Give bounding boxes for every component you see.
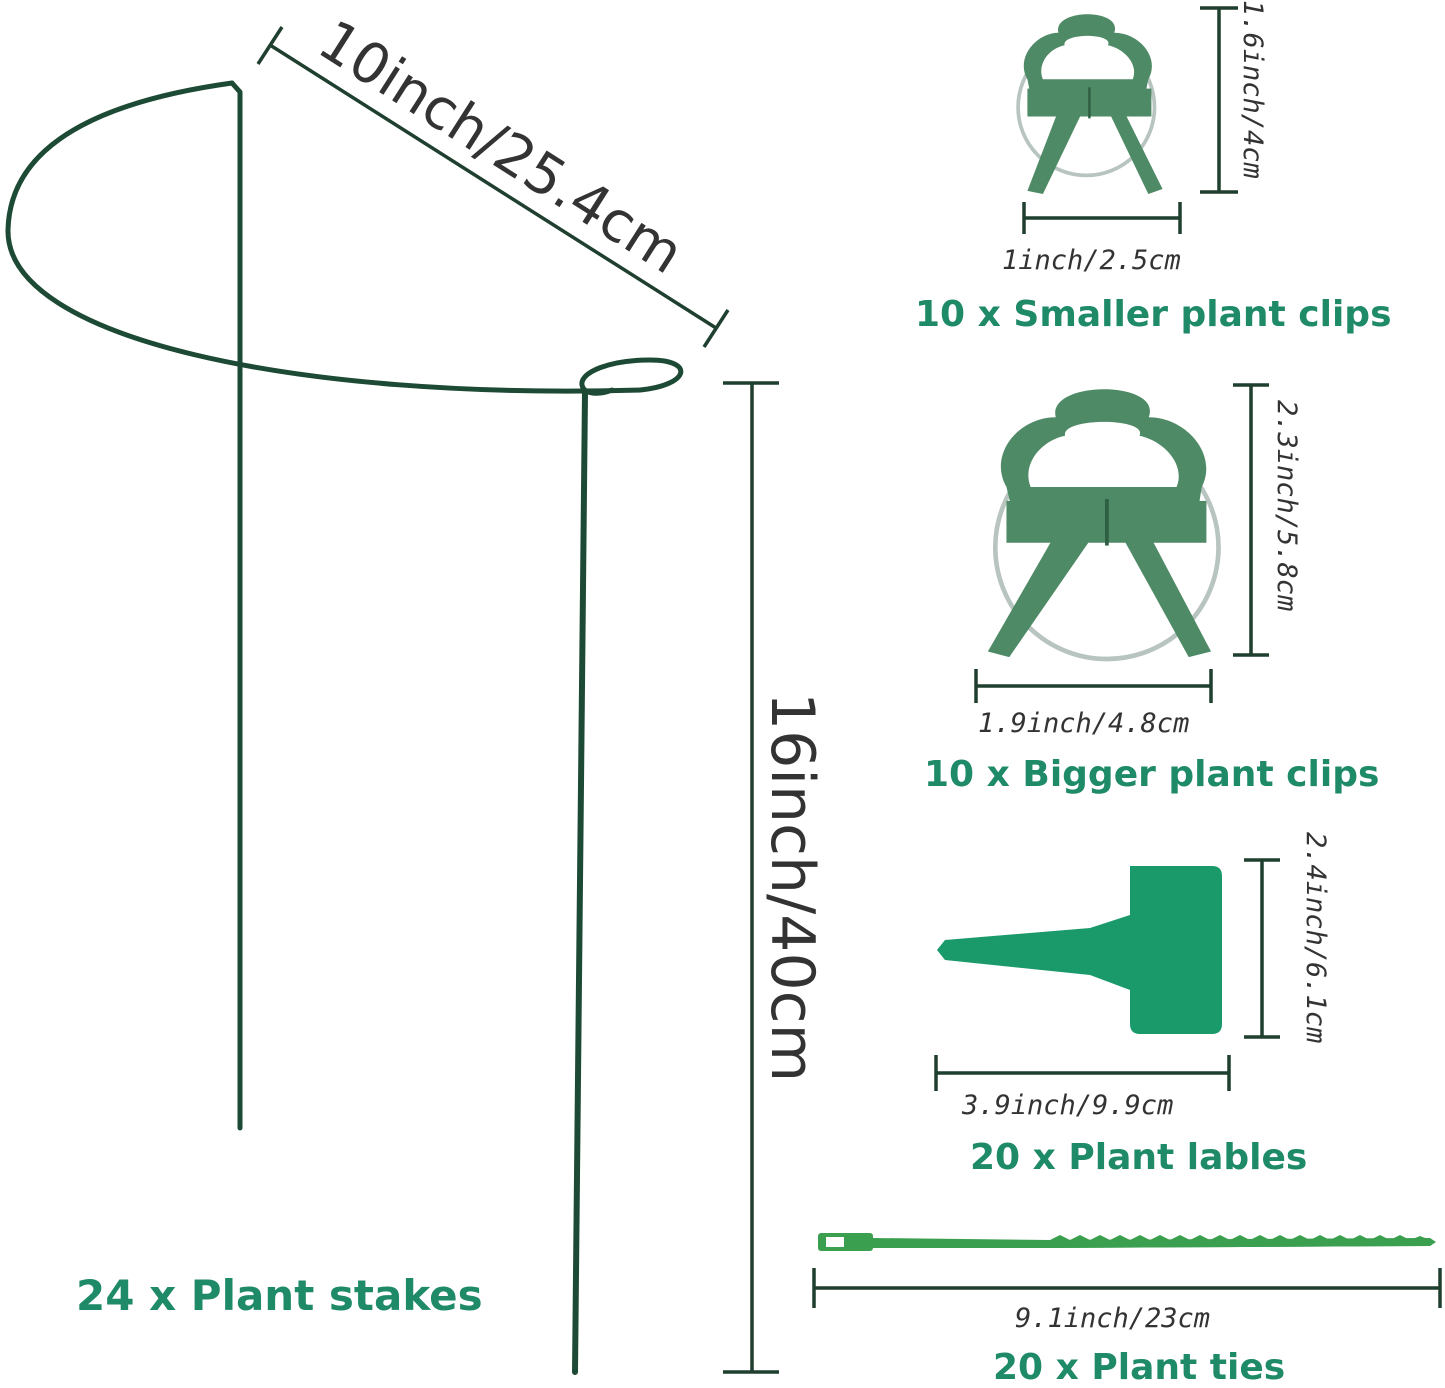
plant-label-dimensions bbox=[934, 858, 1280, 1091]
small-clip-width-label: 1inch/2.5cm bbox=[1002, 245, 1181, 276]
stake-width-dimension bbox=[256, 26, 730, 348]
big-clip-dimensions bbox=[974, 383, 1269, 703]
plant-label-height-label: 2.4inch/6.1cm bbox=[1300, 832, 1331, 1044]
plant-tie-width-label: 9.1inch/23cm bbox=[1015, 1303, 1211, 1334]
stake-right-leg bbox=[572, 389, 588, 1375]
big-clip-image bbox=[987, 389, 1221, 662]
big-clip-title: 10 x Bigger plant clips bbox=[924, 754, 1380, 795]
small-clip-dimensions bbox=[1022, 6, 1238, 234]
big-clip-width-label: 1.9inch/4.8cm bbox=[978, 708, 1190, 739]
plant-label-width-label: 3.9inch/9.9cm bbox=[962, 1090, 1174, 1121]
stake-loop bbox=[579, 357, 684, 396]
stake-height-dimension bbox=[723, 381, 779, 1374]
small-clip-height-label: 1.6inch/4cm bbox=[1237, 0, 1268, 179]
stake-title: 24 x Plant stakes bbox=[76, 1271, 483, 1320]
plant-stake-image bbox=[5, 80, 684, 1375]
stake-height-label: 16inch/40cm bbox=[757, 692, 827, 1083]
stake-left-leg bbox=[229, 80, 243, 1131]
plant-label-title: 20 x Plant lables bbox=[970, 1137, 1308, 1178]
big-clip-height-label: 2.3inch/5.8cm bbox=[1271, 400, 1302, 612]
plant-label-image bbox=[937, 866, 1222, 1034]
small-clip-image bbox=[1016, 14, 1163, 194]
small-clip-title: 10 x Smaller plant clips bbox=[915, 294, 1392, 335]
plant-tie-image bbox=[818, 1233, 1436, 1251]
plant-tie-title: 20 x Plant ties bbox=[993, 1347, 1286, 1388]
plant-tie-dimension bbox=[812, 1268, 1442, 1308]
stake-ring bbox=[5, 80, 643, 394]
